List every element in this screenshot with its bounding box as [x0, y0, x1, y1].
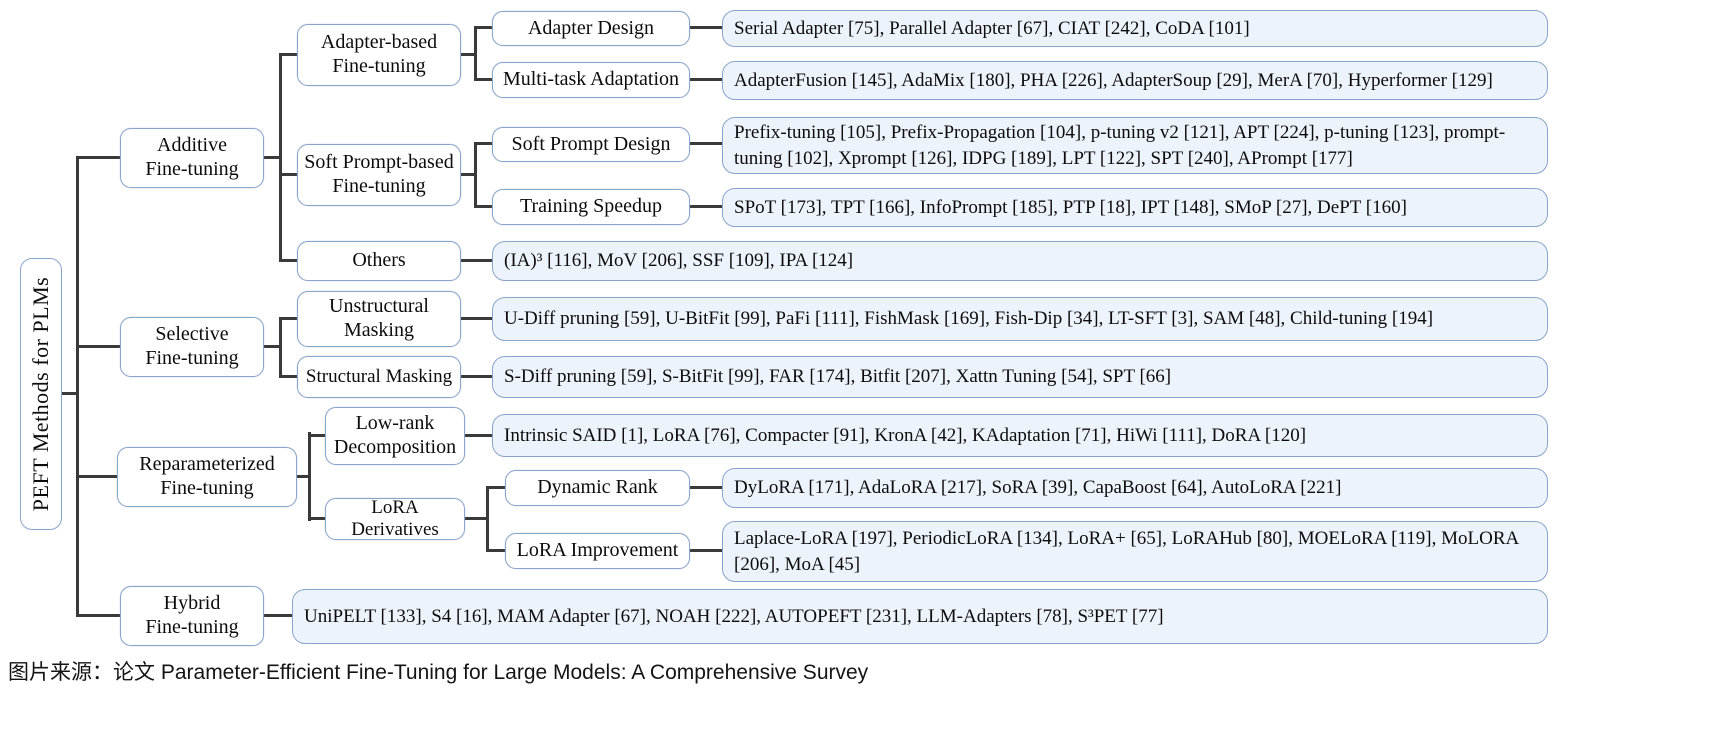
leaf-adapter-design-methods: Serial Adapter [75], Parallel Adapter [6…	[722, 10, 1548, 47]
leaf-lora-improvement-methods: Laplace-LoRA [197], PeriodicLoRA [134], …	[722, 521, 1548, 582]
connector-line	[78, 156, 120, 159]
connector-line	[264, 614, 292, 617]
node-others: Others	[297, 241, 461, 281]
node-selective-fine-tuning: Selective Fine-tuning	[120, 317, 264, 377]
node-training-speedup: Training Speedup	[492, 189, 690, 225]
connector-line	[690, 78, 722, 81]
connector-line	[461, 53, 476, 56]
node-lora-improvement: LoRA Improvement	[505, 533, 690, 569]
connector-line	[474, 142, 477, 208]
connector-line	[78, 475, 117, 478]
connector-line	[486, 486, 489, 552]
node-soft-prompt-based-fine-tuning: Soft Prompt-based Fine-tuning	[297, 144, 461, 206]
node-adapter-based-fine-tuning: Adapter-based Fine-tuning	[297, 24, 461, 86]
connector-line	[78, 614, 120, 617]
node-additive-fine-tuning: Additive Fine-tuning	[120, 128, 264, 188]
connector-line	[488, 486, 505, 489]
connector-line	[465, 434, 492, 437]
connector-line	[308, 432, 311, 521]
leaf-others-methods: (IA)³ [116], MoV [206], SSF [109], IPA […	[492, 241, 1548, 281]
root-node-label: PEFT Methods for PLMs	[28, 276, 53, 512]
connector-line	[461, 317, 492, 320]
root-node-peft-methods: PEFT Methods for PLMs	[20, 258, 62, 530]
connector-line	[690, 142, 722, 145]
connector-line	[461, 259, 492, 262]
node-hybrid-fine-tuning: Hybrid Fine-tuning	[120, 586, 264, 646]
connector-line	[690, 205, 722, 208]
connector-line	[281, 375, 297, 378]
connector-line	[461, 375, 492, 378]
connector-line	[310, 517, 325, 520]
connector-line	[281, 259, 297, 262]
leaf-structural-masking-methods: S-Diff pruning [59], S-BitFit [99], FAR …	[492, 356, 1548, 398]
node-adapter-design: Adapter Design	[492, 11, 690, 46]
connector-line	[78, 345, 120, 348]
leaf-training-speedup-methods: SPoT [173], TPT [166], InfoPrompt [185],…	[722, 188, 1548, 227]
connector-line	[264, 156, 281, 159]
connector-line	[488, 549, 505, 552]
node-dynamic-rank: Dynamic Rank	[505, 470, 690, 506]
node-lora-derivatives: LoRA Derivatives	[325, 497, 465, 540]
node-soft-prompt-design: Soft Prompt Design	[492, 127, 690, 162]
connector-line	[62, 392, 78, 395]
node-unstructural-masking: Unstructural Masking	[297, 291, 461, 347]
node-multi-task-adaptation: Multi-task Adaptation	[492, 62, 690, 98]
connector-line	[690, 549, 722, 552]
connector-line	[281, 317, 297, 320]
leaf-unstructural-masking-methods: U-Diff pruning [59], U-BitFit [99], PaFi…	[492, 297, 1548, 341]
connector-line	[476, 78, 492, 81]
leaf-soft-prompt-design-methods: Prefix-tuning [105], Prefix-Propagation …	[722, 117, 1548, 174]
connector-line	[76, 156, 79, 617]
connector-line	[476, 26, 492, 29]
node-structural-masking: Structural Masking	[297, 356, 461, 398]
image-source-caption: 图片来源：论文 Parameter-Efficient Fine-Tuning …	[8, 661, 869, 684]
connector-line	[279, 317, 282, 378]
connector-line	[465, 517, 488, 520]
connector-line	[297, 475, 310, 478]
connector-line	[279, 53, 282, 262]
connector-line	[474, 26, 477, 81]
connector-line	[310, 434, 325, 437]
leaf-hybrid-fine-tuning-methods: UniPELT [133], S4 [16], MAM Adapter [67]…	[292, 589, 1548, 644]
connector-line	[264, 345, 281, 348]
node-reparameterized-fine-tuning: Reparameterized Fine-tuning	[117, 447, 297, 507]
node-low-rank-decomposition: Low-rank Decomposition	[325, 407, 465, 465]
connector-line	[281, 53, 297, 56]
connector-line	[690, 486, 722, 489]
connector-line	[461, 173, 476, 176]
connector-line	[476, 205, 492, 208]
connector-line	[476, 142, 492, 145]
connector-line	[690, 26, 722, 29]
leaf-multi-task-adaptation-methods: AdapterFusion [145], AdaMix [180], PHA […	[722, 61, 1548, 100]
leaf-dynamic-rank-methods: DyLoRA [171], AdaLoRA [217], SoRA [39], …	[722, 468, 1548, 508]
connector-line	[281, 173, 297, 176]
leaf-low-rank-decomposition-methods: Intrinsic SAID [1], LoRA [76], Compacter…	[492, 414, 1548, 457]
